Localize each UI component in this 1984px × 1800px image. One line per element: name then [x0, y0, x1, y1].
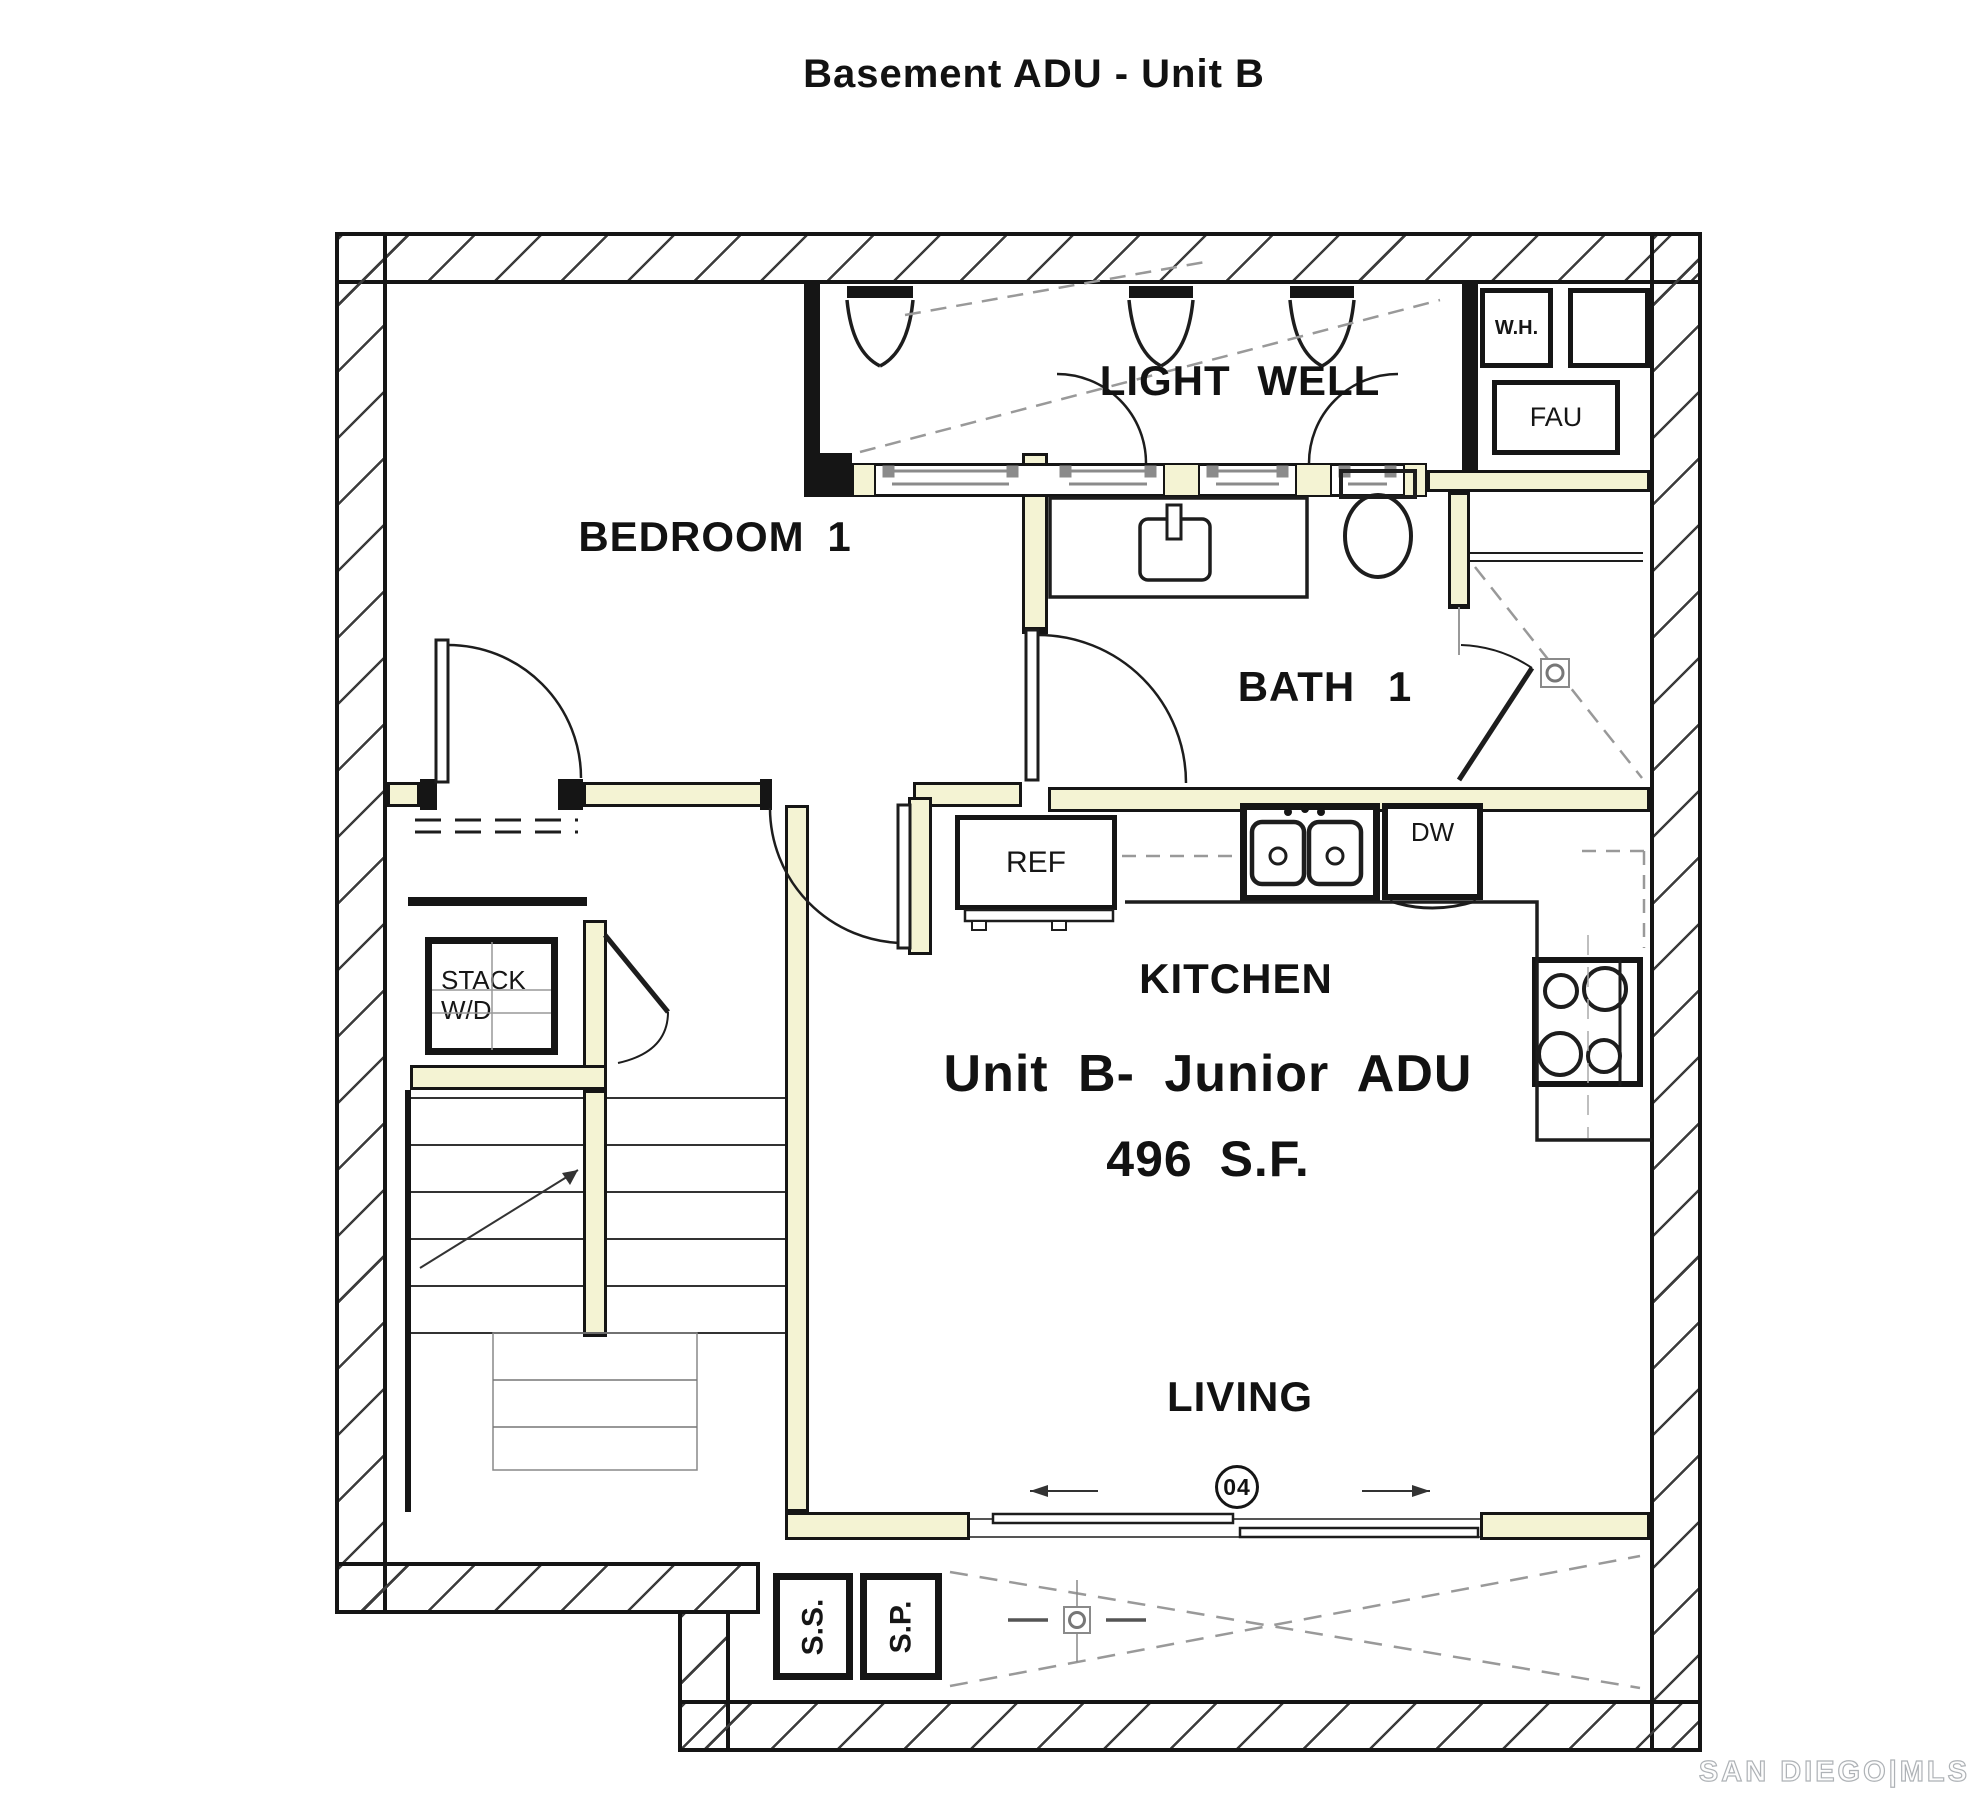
window-mullion [852, 463, 876, 497]
bath-right-wall [1448, 492, 1470, 607]
utility-box [1568, 288, 1650, 368]
water-heater-box: W.H. [1480, 288, 1553, 368]
wd-closet-right-wall [583, 920, 607, 1073]
room-label-bedroom: BEDROOM 1 [578, 513, 852, 560]
room-label-kitchen: KITCHEN [1139, 955, 1333, 1002]
door-jamb [558, 779, 583, 810]
stair-left-wall [405, 1090, 411, 1512]
wall-bottom-main [335, 1562, 760, 1614]
water-heater-label: W.H. [1494, 316, 1539, 339]
hall-wall [785, 805, 809, 1512]
door-tag-04: 04 [1215, 1465, 1259, 1509]
sliding-wall-left [785, 1512, 970, 1540]
refrigerator-box: REF [955, 815, 1117, 910]
page-title: Basement ADU - Unit B [803, 51, 1265, 96]
sliding-wall-right [1480, 1512, 1650, 1540]
closet-header-dashes [415, 818, 578, 834]
bath-fixtures [1048, 469, 1643, 779]
window-mullion [1295, 463, 1332, 497]
fau-box: FAU [1492, 380, 1620, 455]
bedroom-bottom-wall [387, 782, 420, 807]
wall-extension-bottom [678, 1700, 1702, 1752]
room-label-bath: BATH 1 [1237, 663, 1413, 710]
dishwasher-label: DW [1410, 817, 1455, 847]
stairs [411, 1097, 785, 1471]
bedroom-bottom-wall [583, 782, 763, 807]
bedroom-lightwell-wall [804, 284, 820, 464]
wall-top [335, 232, 1702, 284]
fau-bottom-wall [1427, 470, 1650, 492]
fau-label: FAU [1529, 402, 1583, 432]
room-label-light-well: LIGHT WELL [1099, 357, 1381, 404]
refrigerator-label: REF [1006, 845, 1066, 879]
door-jamb [420, 779, 437, 810]
ss-box: S.S. [773, 1573, 853, 1680]
unit-name-label: Unit B- Junior ADU [943, 1045, 1473, 1103]
door-swings [434, 607, 1535, 1064]
wh-closet-wall [1462, 284, 1478, 472]
wd-closet-bottom-wall [410, 1065, 607, 1090]
washer-dryer-label-2: W/D [441, 995, 492, 1025]
window-glazing [882, 465, 1397, 486]
sliding-door [970, 1485, 1480, 1539]
wd-closet-top-wall [408, 897, 587, 906]
room-label-living: LIVING [1166, 1373, 1313, 1420]
unit-area-label: 496 S.F. [1106, 1131, 1310, 1187]
light-well-casement-windows [845, 260, 1441, 464]
window-mullion [1163, 463, 1200, 497]
wall-left [335, 232, 387, 1614]
watermark-san-diego-mls: SAN DIEGO|MLS [1698, 1755, 1970, 1788]
door-jamb [760, 779, 772, 810]
wall-junction-block [804, 453, 852, 497]
sp-box: S.P. [860, 1573, 942, 1680]
patio-light-well [949, 1554, 1641, 1690]
kitchen-fixtures [432, 805, 1652, 1142]
dishwasher-box: DW [1382, 803, 1483, 900]
